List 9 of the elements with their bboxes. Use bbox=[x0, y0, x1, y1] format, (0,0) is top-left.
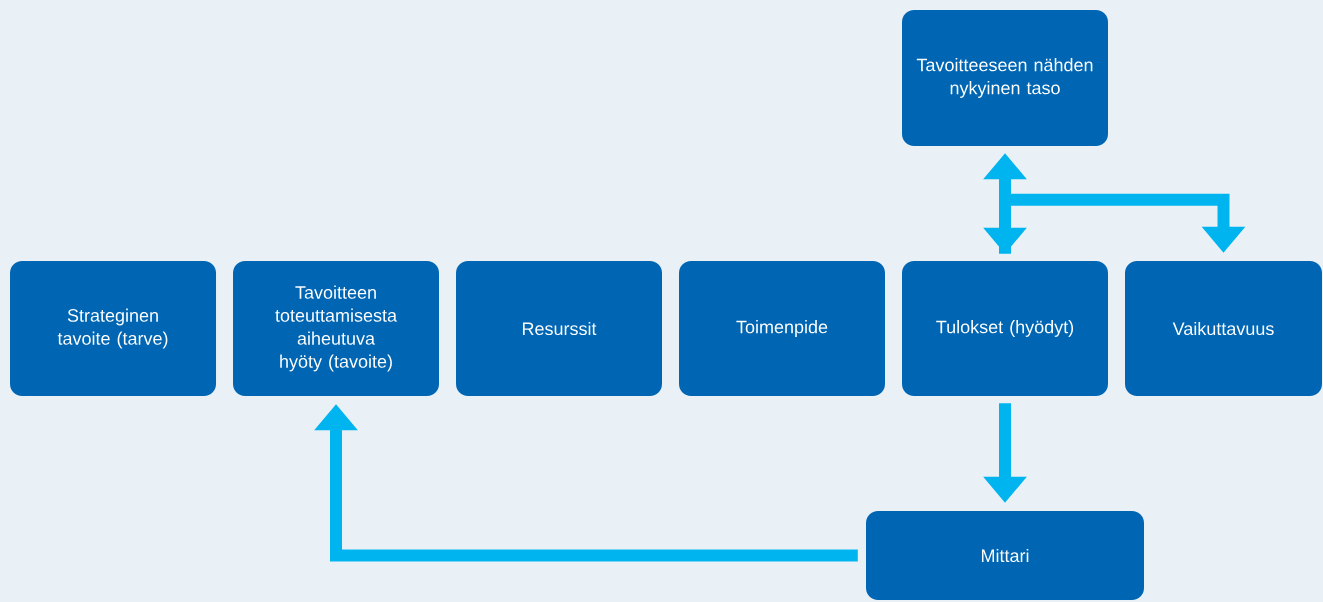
process-box: Mittari bbox=[866, 511, 1144, 600]
process-box: Strateginen tavoite (tarve) bbox=[10, 261, 216, 396]
process-box: Toimenpide bbox=[679, 261, 885, 396]
process-box: Vaikuttavuus bbox=[1125, 261, 1322, 396]
process-box: Tavoitteeseen nähden nykyinen taso bbox=[902, 10, 1108, 146]
process-box: Tulokset (hyödyt) bbox=[902, 261, 1108, 396]
process-box: Resurssit bbox=[456, 261, 662, 396]
arrow bbox=[999, 193, 1246, 254]
process-box: Tavoitteen toteuttamisesta aiheutuva hyöty (tavoite) bbox=[233, 261, 439, 396]
